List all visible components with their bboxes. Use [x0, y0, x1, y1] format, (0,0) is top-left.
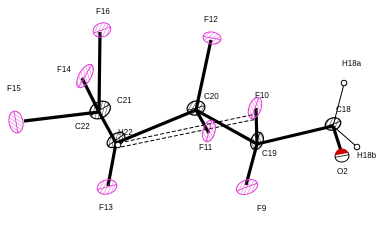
bond-c20-f12 — [194, 39, 213, 111]
atom-f15 — [8, 110, 24, 134]
atom-labels: F16 F12 F14 C21 C20 F15 C22 H22 F10 F11 … — [7, 7, 377, 213]
molecule-figure: F16 F12 F14 C21 C20 F15 C22 H22 F10 F11 … — [7, 7, 377, 213]
label-f9: F9 — [257, 204, 267, 213]
label-c19: C19 — [262, 149, 277, 158]
label-h18a: H18a — [342, 59, 362, 68]
atom-c22 — [89, 100, 111, 120]
atom-f13 — [96, 179, 118, 195]
label-c22: C22 — [75, 122, 90, 131]
label-f13: F13 — [99, 203, 113, 212]
atom-f9 — [235, 178, 259, 196]
atom-f14 — [76, 63, 94, 89]
bond-c20-c19 — [195, 108, 258, 146]
hydrogen-atoms — [114, 79, 361, 151]
atom-f12 — [202, 31, 222, 45]
label-f12: F12 — [204, 15, 218, 24]
atom-f16 — [92, 22, 112, 38]
label-h22: H22 — [118, 128, 133, 137]
label-f14: F14 — [57, 65, 71, 74]
atom-h18b — [353, 143, 361, 151]
label-f16: F16 — [96, 7, 110, 16]
atom-h22 — [114, 141, 122, 149]
label-f11: F11 — [199, 143, 213, 152]
bond-c19-c18 — [256, 124, 334, 146]
bond-c19-f9 — [244, 143, 259, 186]
carbon-atoms — [89, 100, 342, 151]
bond-c22-f15 — [23, 110, 100, 123]
label-o2: O2 — [337, 167, 348, 176]
label-c20: C20 — [204, 92, 219, 101]
bond-c21-c20 — [115, 108, 197, 145]
label-f15: F15 — [7, 84, 21, 93]
atom-f11 — [202, 119, 216, 143]
bond-c22-f16 — [97, 31, 102, 113]
label-h18b: H18b — [357, 151, 377, 160]
atom-h18a — [340, 79, 348, 87]
label-f10: F10 — [255, 91, 269, 100]
label-c21: C21 — [117, 96, 132, 105]
bond-c21-f13 — [106, 142, 118, 187]
atom-c18 — [324, 117, 342, 131]
fluorine-atoms — [8, 22, 263, 196]
atom-c19 — [249, 131, 265, 151]
label-c18: C18 — [336, 105, 351, 114]
atom-c20 — [186, 100, 206, 116]
hydrogen-contact — [118, 113, 258, 148]
atom-o2 — [334, 148, 350, 163]
atom-f10 — [247, 96, 263, 120]
